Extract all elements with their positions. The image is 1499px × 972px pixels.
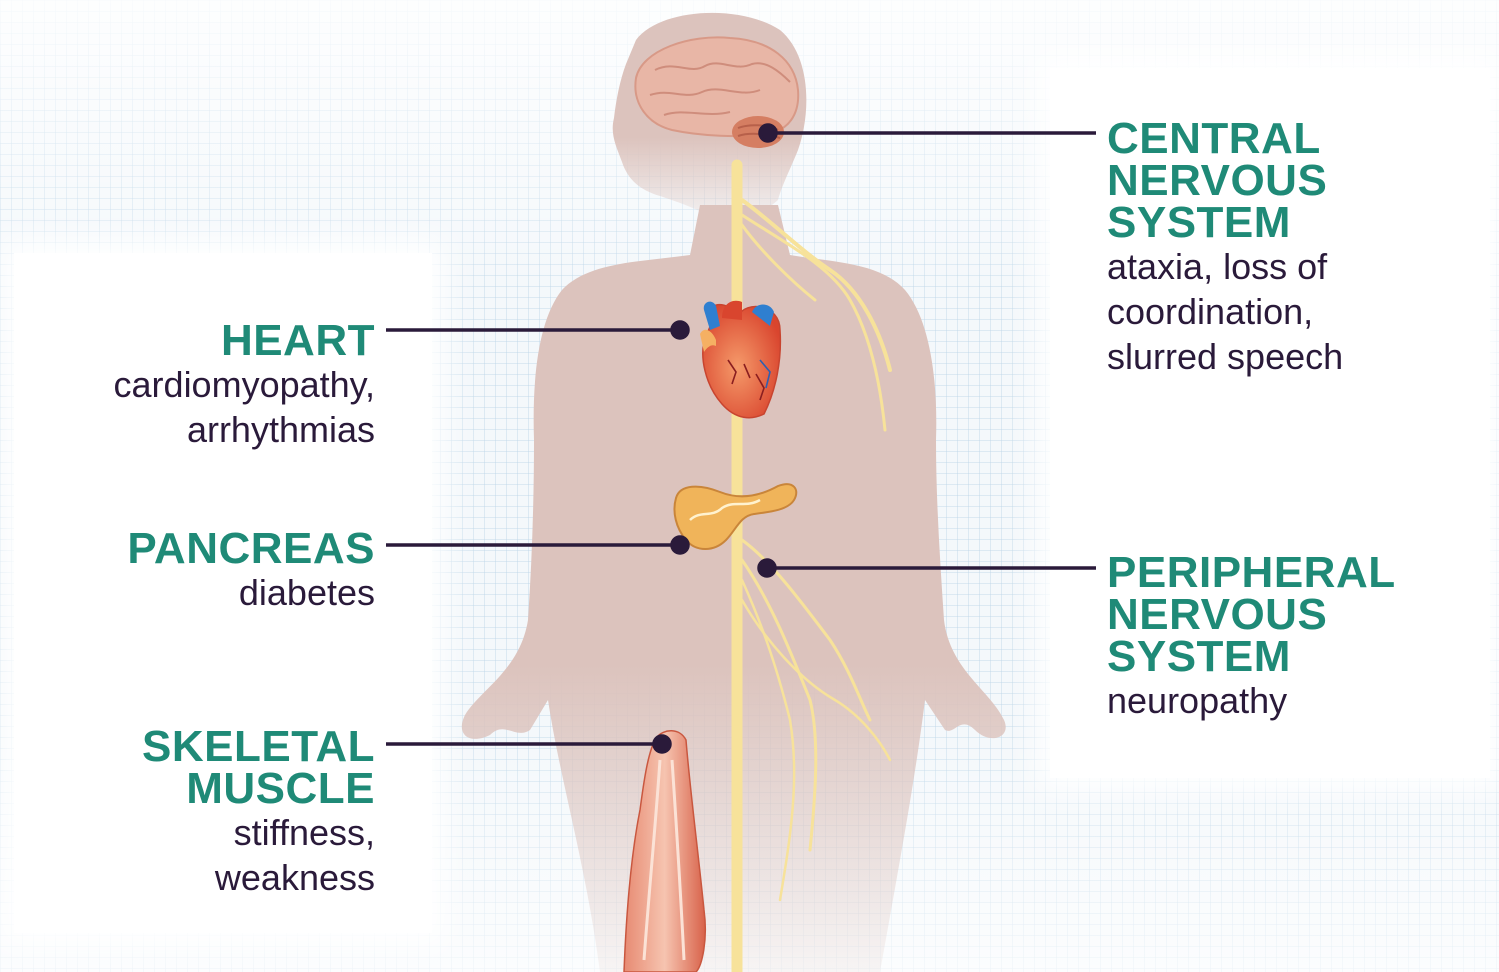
heart-description: cardiomyopathy, arrhythmias bbox=[114, 362, 375, 452]
pancreas-title: PANCREAS bbox=[127, 528, 375, 570]
skeletal-muscle-title: SKELETAL MUSCLE bbox=[142, 726, 375, 810]
pancreas-callout: PANCREAS diabetes bbox=[127, 528, 375, 615]
cns-description: ataxia, loss of coordination, slurred sp… bbox=[1107, 244, 1343, 379]
central-nervous-system-callout: CENTRAL NERVOUS SYSTEM ataxia, loss of c… bbox=[1107, 118, 1343, 379]
heart-title: HEART bbox=[114, 320, 375, 362]
pns-connector-dot bbox=[759, 560, 775, 576]
heart-connector-dot bbox=[672, 322, 688, 338]
heart-callout: HEART cardiomyopathy, arrhythmias bbox=[114, 320, 375, 452]
skeletal-muscle-description: stiffness, weakness bbox=[142, 810, 375, 900]
cns-title: CENTRAL NERVOUS SYSTEM bbox=[1107, 118, 1343, 244]
cns-connector-dot bbox=[760, 125, 776, 141]
skeletal-muscle-connector-dot bbox=[654, 736, 670, 752]
skeletal-muscle-callout: SKELETAL MUSCLE stiffness, weakness bbox=[142, 726, 375, 900]
pns-title: PERIPHERAL NERVOUS SYSTEM bbox=[1107, 552, 1396, 678]
peripheral-nervous-system-callout: PERIPHERAL NERVOUS SYSTEM neuropathy bbox=[1107, 552, 1396, 723]
pancreas-description: diabetes bbox=[127, 570, 375, 615]
pns-description: neuropathy bbox=[1107, 678, 1396, 723]
pancreas-connector-dot bbox=[672, 537, 688, 553]
